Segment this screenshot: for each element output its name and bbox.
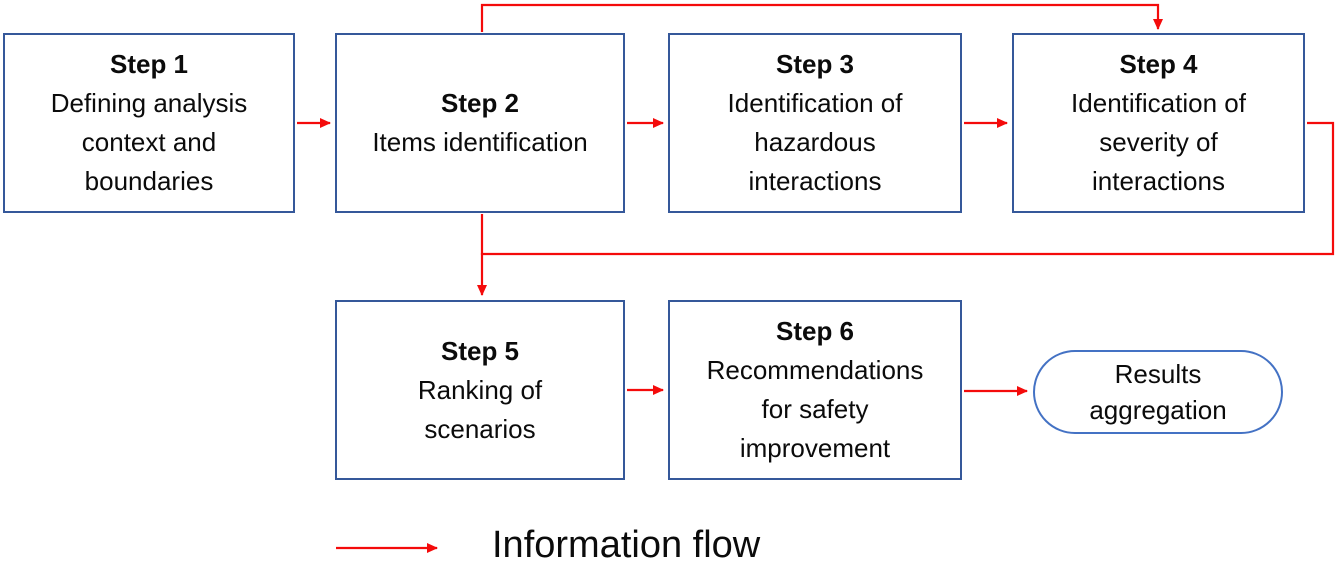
node-step6-title: Step 6 [775,316,855,346]
node-results-aggregation: Results aggregation [1033,350,1283,434]
node-step1-line: boundaries [84,166,214,196]
node-step4: Step 4 Identification of severity of int… [1012,33,1305,213]
node-step6: Step 6 Recommendations for safety improv… [668,300,962,480]
legend-label: Information flow [492,524,761,566]
node-results-line: Results [1114,359,1202,389]
node-step5: Step 5 Ranking of scenarios [335,300,625,480]
node-step6-line: for safety [761,394,869,424]
node-step4-line: Identification of [1071,88,1246,118]
node-step3: Step 3 Identification of hazardous inter… [668,33,962,213]
connector-step4-step5-rightloop [477,121,1335,296]
node-step5-line: scenarios [424,413,536,444]
node-step2-line: Items identification [372,127,588,157]
node-step2: Step 2 Items identification [335,33,625,213]
node-results-line: aggregation [1089,395,1227,425]
node-step3-line: Identification of [727,88,903,118]
node-step3-line: interactions [748,166,882,196]
node-step6-line: Recommendations [706,355,924,385]
node-step3-title: Step 3 [775,49,855,79]
node-step4-line: severity of [1099,127,1218,157]
node-step6-line: improvement [739,433,891,463]
node-step3-line: hazardous [754,127,876,157]
node-step1: Step 1 Defining analysis context and bou… [3,33,295,213]
connector-step2-step4-toploop [480,3,1163,32]
node-step4-line: interactions [1092,166,1225,196]
node-step1-line: Defining analysis [50,88,248,118]
node-step5-line: Ranking of [417,374,543,405]
node-step5-title: Step 5 [440,335,520,366]
node-step4-title: Step 4 [1119,49,1198,79]
node-step1-title: Step 1 [109,49,189,79]
node-step2-title: Step 2 [440,88,520,118]
node-step1-line: context and [81,127,217,157]
